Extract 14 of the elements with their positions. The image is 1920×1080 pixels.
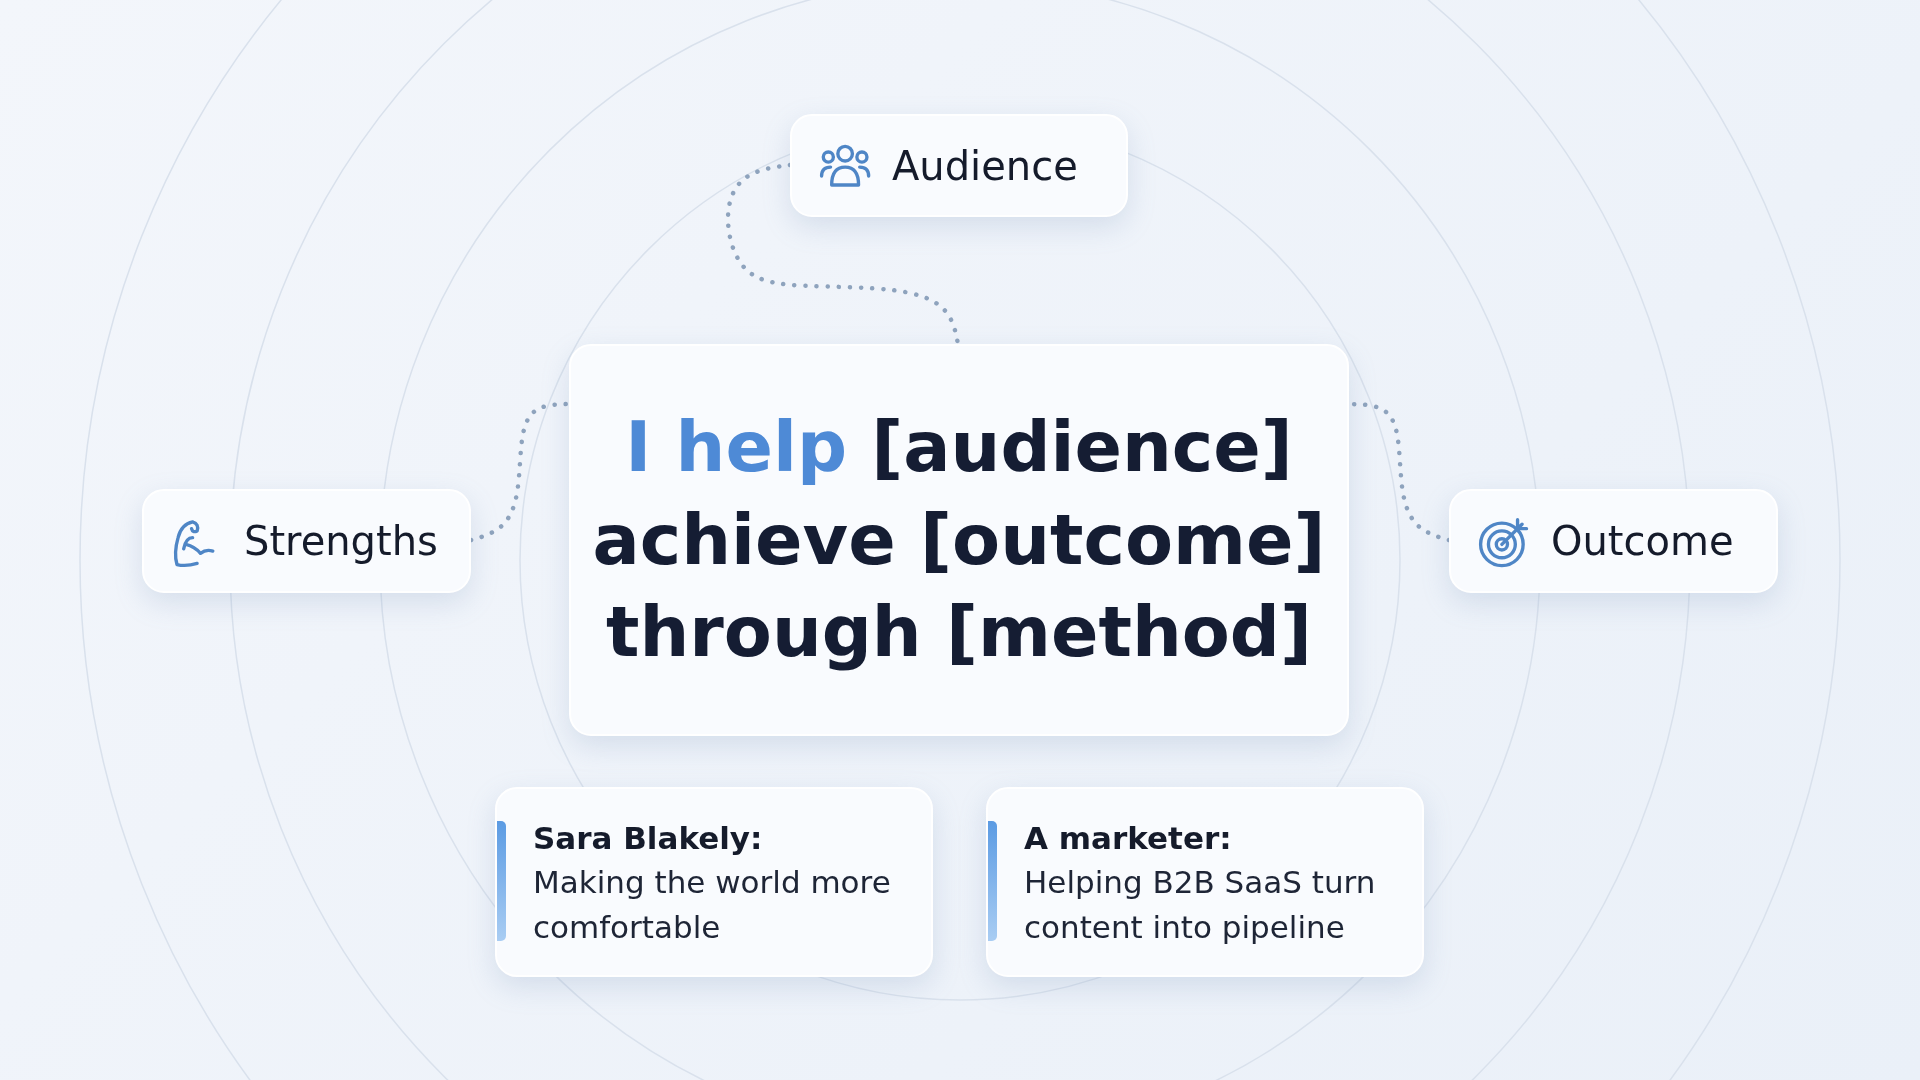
label-box (1449, 489, 1778, 593)
card-text: Helping B2B SaaS turn content into pipeline (1024, 863, 1377, 948)
label-text: Outcome (1551, 518, 1734, 564)
example-card (986, 787, 1424, 977)
label-box (790, 114, 1128, 217)
card-heading: Sara Blakely: (533, 819, 764, 858)
label-box (142, 489, 471, 593)
card-text: Making the world more comfortable (533, 863, 892, 948)
statement-text: I help [audience] achieve [outcome] through [method] (591, 405, 1327, 676)
statement-box (569, 344, 1349, 736)
example-card (495, 787, 933, 977)
label-text: Audience (892, 142, 1078, 189)
label-text: Strengths (244, 518, 438, 564)
card-heading: A marketer: (1024, 819, 1233, 858)
